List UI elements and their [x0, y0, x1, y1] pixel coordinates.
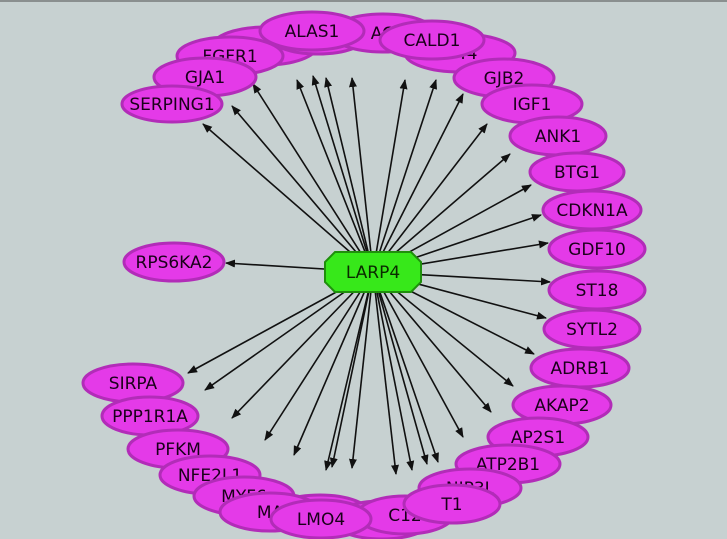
- gene-node-ellipse: [402, 483, 502, 525]
- gene-node[interactable]: SYTL2: [542, 308, 642, 350]
- edge-arrow: [202, 123, 374, 273]
- gene-node-ellipse: [378, 19, 486, 61]
- edge-arrow: [231, 271, 374, 419]
- edge-arrow: [372, 93, 464, 273]
- edge-arrow: [311, 75, 374, 273]
- gene-node[interactable]: AKAP2: [511, 384, 613, 426]
- edge-arrow: [372, 271, 399, 475]
- gene-node[interactable]: LMO4: [269, 498, 373, 539]
- edge-arrow: [372, 123, 488, 273]
- gene-node-ellipse: [547, 228, 647, 270]
- center-node-octagon: [324, 251, 422, 293]
- edge-arrow: [293, 271, 374, 456]
- center-node[interactable]: LARP4: [324, 251, 422, 293]
- gene-node-label: CDKN1A: [556, 201, 628, 221]
- edge-arrow: [324, 271, 374, 471]
- edge-arrow: [372, 79, 437, 273]
- gene-node-label: RPS6KA2: [136, 253, 213, 273]
- edge-arrow: [372, 271, 464, 438]
- edge-arrow: [231, 105, 374, 273]
- node-layer: AGG44ALAS1CALD1FGFR1GJA1GJB2SERPING1IGF1…: [81, 10, 647, 539]
- gene-node-label: GJB2: [484, 69, 525, 89]
- edge-arrow: [372, 271, 492, 413]
- gene-node-label: ANK1: [535, 127, 581, 147]
- gene-node[interactable]: SERPING1: [120, 84, 224, 124]
- gene-node[interactable]: ADRB1: [529, 347, 631, 389]
- edge-arrow: [348, 77, 374, 273]
- center-node-label: LARP4: [346, 263, 400, 283]
- gene-node-label: ADRB1: [550, 359, 609, 379]
- gene-node-label: PPP1R1A: [112, 407, 188, 427]
- edge-arrow: [372, 271, 439, 463]
- gene-node-label: BTG1: [554, 163, 600, 183]
- gene-node-label: GDF10: [568, 240, 626, 260]
- gene-node-label: GJA1: [185, 68, 225, 88]
- gene-node-ellipse: [120, 84, 224, 124]
- edge-arrow: [372, 271, 415, 471]
- edge-arrow: [252, 83, 374, 273]
- gene-node[interactable]: SIRPA: [81, 362, 185, 404]
- edge-arrow: [324, 77, 374, 273]
- gene-node-label: SERPING1: [129, 95, 214, 115]
- edge-arrow: [329, 271, 374, 468]
- gene-node[interactable]: BTG1: [528, 151, 626, 193]
- gene-node[interactable]: CDKN1A: [541, 189, 643, 231]
- gene-node-label: ST18: [576, 281, 619, 301]
- gene-node-ellipse: [542, 308, 642, 350]
- gene-node[interactable]: RPS6KA2: [122, 241, 226, 283]
- gene-node-label: SYTL2: [566, 320, 618, 340]
- gene-node[interactable]: IGF1: [480, 83, 584, 125]
- gene-node[interactable]: GDF10: [547, 228, 647, 270]
- gene-node-ellipse: [258, 10, 366, 52]
- gene-node-label: AP2S1: [511, 428, 565, 448]
- gene-node-ellipse: [269, 498, 373, 539]
- gene-node-label: ALAS1: [285, 22, 340, 42]
- edge-arrow: [372, 271, 429, 465]
- edge-arrow: [296, 79, 374, 273]
- gene-node[interactable]: T1: [402, 483, 502, 525]
- window-top-border: [0, 0, 727, 2]
- gene-node-label: PFKM: [155, 440, 201, 460]
- edge-arrow: [264, 271, 374, 441]
- gene-node[interactable]: ST18: [547, 269, 647, 311]
- gene-node-label: SIRPA: [109, 374, 158, 394]
- gene-node[interactable]: ALAS1: [258, 10, 366, 52]
- gene-node-label: LMO4: [297, 510, 345, 530]
- gene-node-label: CALD1: [404, 31, 461, 51]
- gene-node-label: T1: [440, 495, 462, 515]
- gene-node[interactable]: ANK1: [508, 115, 608, 157]
- gene-node-label: AKAP2: [534, 396, 589, 416]
- edge-arrow: [348, 271, 374, 469]
- gene-node-label: IGF1: [513, 95, 552, 115]
- edge-arrow: [372, 79, 408, 273]
- gene-node[interactable]: PPP1R1A: [100, 395, 200, 437]
- gene-node-ellipse: [122, 241, 226, 283]
- gene-node[interactable]: CALD1: [378, 19, 486, 61]
